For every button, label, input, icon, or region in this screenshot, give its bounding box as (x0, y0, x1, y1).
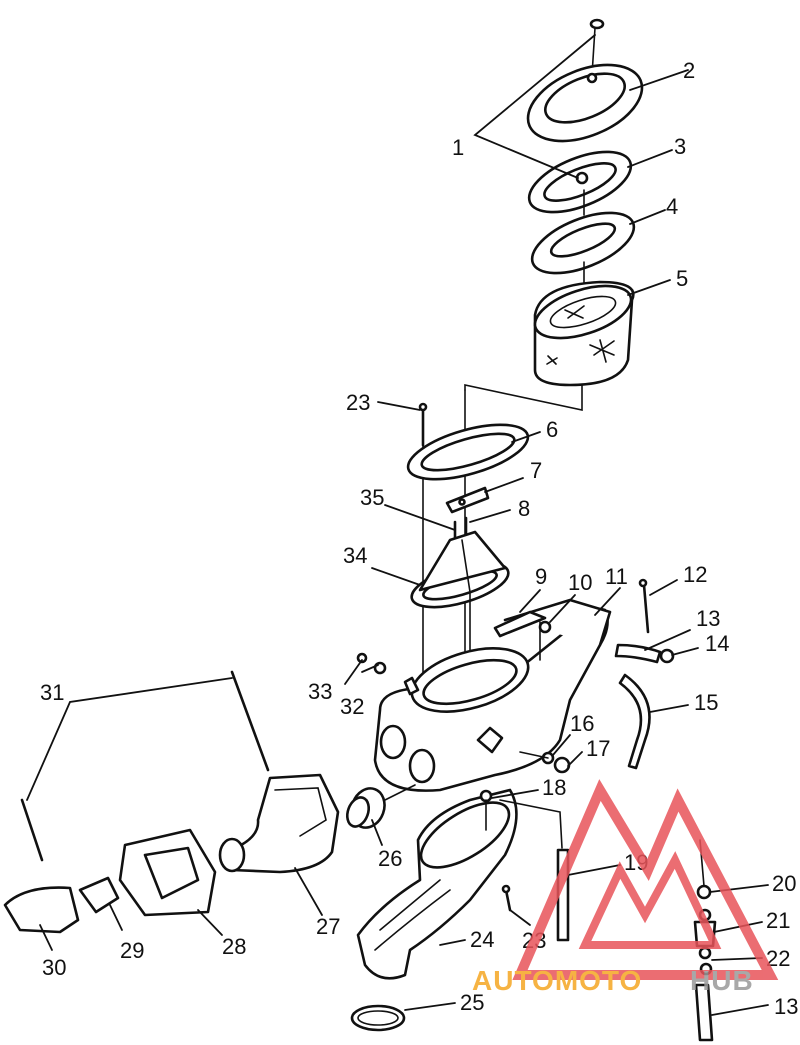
callout-23-upper: 23 (346, 390, 370, 415)
leader-lines (26, 34, 769, 1016)
callout-5: 5 (676, 266, 688, 291)
callout-30: 30 (42, 955, 66, 980)
watermark-logo: AUTOMOTO HUB (472, 779, 779, 996)
part-7-plate (445, 486, 490, 514)
callout-labels: 1 2 3 4 5 6 7 8 9 10 11 12 13 13 14 15 1… (40, 58, 798, 1019)
part-10-screw (538, 620, 552, 661)
callout-13-lower: 13 (774, 994, 798, 1019)
part-24-duct (356, 788, 518, 980)
callout-25: 25 (460, 990, 484, 1015)
callout-11: 11 (605, 564, 628, 589)
callout-10: 10 (568, 570, 592, 595)
part-30-intake-cap (3, 886, 80, 934)
part-12-bolt (638, 578, 650, 634)
airbox-housing (373, 598, 612, 792)
callout-1: 1 (452, 135, 464, 160)
callout-14: 14 (705, 631, 729, 656)
callout-18: 18 (542, 775, 566, 800)
part-28-adapter-frame (118, 828, 217, 917)
part-23-screw-lower (501, 884, 512, 912)
part-31-rods (20, 670, 270, 862)
watermark-text-part2: HUB (690, 965, 754, 996)
part-4-gasket (530, 211, 636, 275)
callout-33: 33 (308, 679, 332, 704)
callout-6: 6 (546, 417, 558, 442)
callout-7: 7 (530, 458, 542, 483)
part-34-filter-cage (410, 530, 510, 609)
part-5-filter-element (533, 280, 635, 387)
callout-26: 26 (378, 846, 402, 871)
callout-3: 3 (674, 134, 686, 159)
part-6-gasket (406, 423, 530, 481)
part-25-clamp (350, 1004, 406, 1032)
callout-8: 8 (518, 496, 530, 521)
callout-24: 24 (470, 927, 494, 952)
callout-27: 27 (316, 914, 340, 939)
part-18-screw (479, 789, 493, 831)
part-26-sleeve (345, 787, 386, 829)
callout-13-upper: 13 (696, 606, 720, 631)
part-3-seal (527, 150, 633, 214)
part-15-drain-hose (618, 673, 651, 770)
callout-31: 31 (40, 680, 64, 705)
callout-17: 17 (586, 736, 610, 761)
callout-28: 28 (222, 934, 246, 959)
callout-35: 35 (360, 485, 384, 510)
part-23-screw-upper (418, 402, 428, 447)
callout-21: 21 (766, 908, 790, 933)
watermark-triangle-inner (578, 851, 722, 949)
callout-9: 9 (535, 564, 547, 589)
callout-15: 15 (694, 690, 718, 715)
callout-32: 32 (340, 694, 364, 719)
callout-4: 4 (666, 194, 678, 219)
part-16-17-nut-washer (519, 751, 571, 774)
callout-16: 16 (570, 711, 594, 736)
part-29-coupler (78, 876, 120, 914)
part-13-14-hose-fitting (614, 643, 675, 664)
callout-2: 2 (683, 58, 695, 83)
part-32-33-screw-washer (356, 652, 387, 675)
part-2-filter-cover (526, 63, 644, 143)
part-27-intake-funnel (218, 773, 340, 874)
callout-20: 20 (772, 871, 796, 896)
part-13-lower-hose (694, 983, 714, 1042)
callout-29: 29 (120, 938, 144, 963)
callout-34: 34 (343, 543, 367, 568)
watermark-text-part1: AUTOMOTO (472, 965, 642, 996)
watermark-triangle-outer (512, 779, 779, 980)
callout-12: 12 (683, 562, 707, 587)
